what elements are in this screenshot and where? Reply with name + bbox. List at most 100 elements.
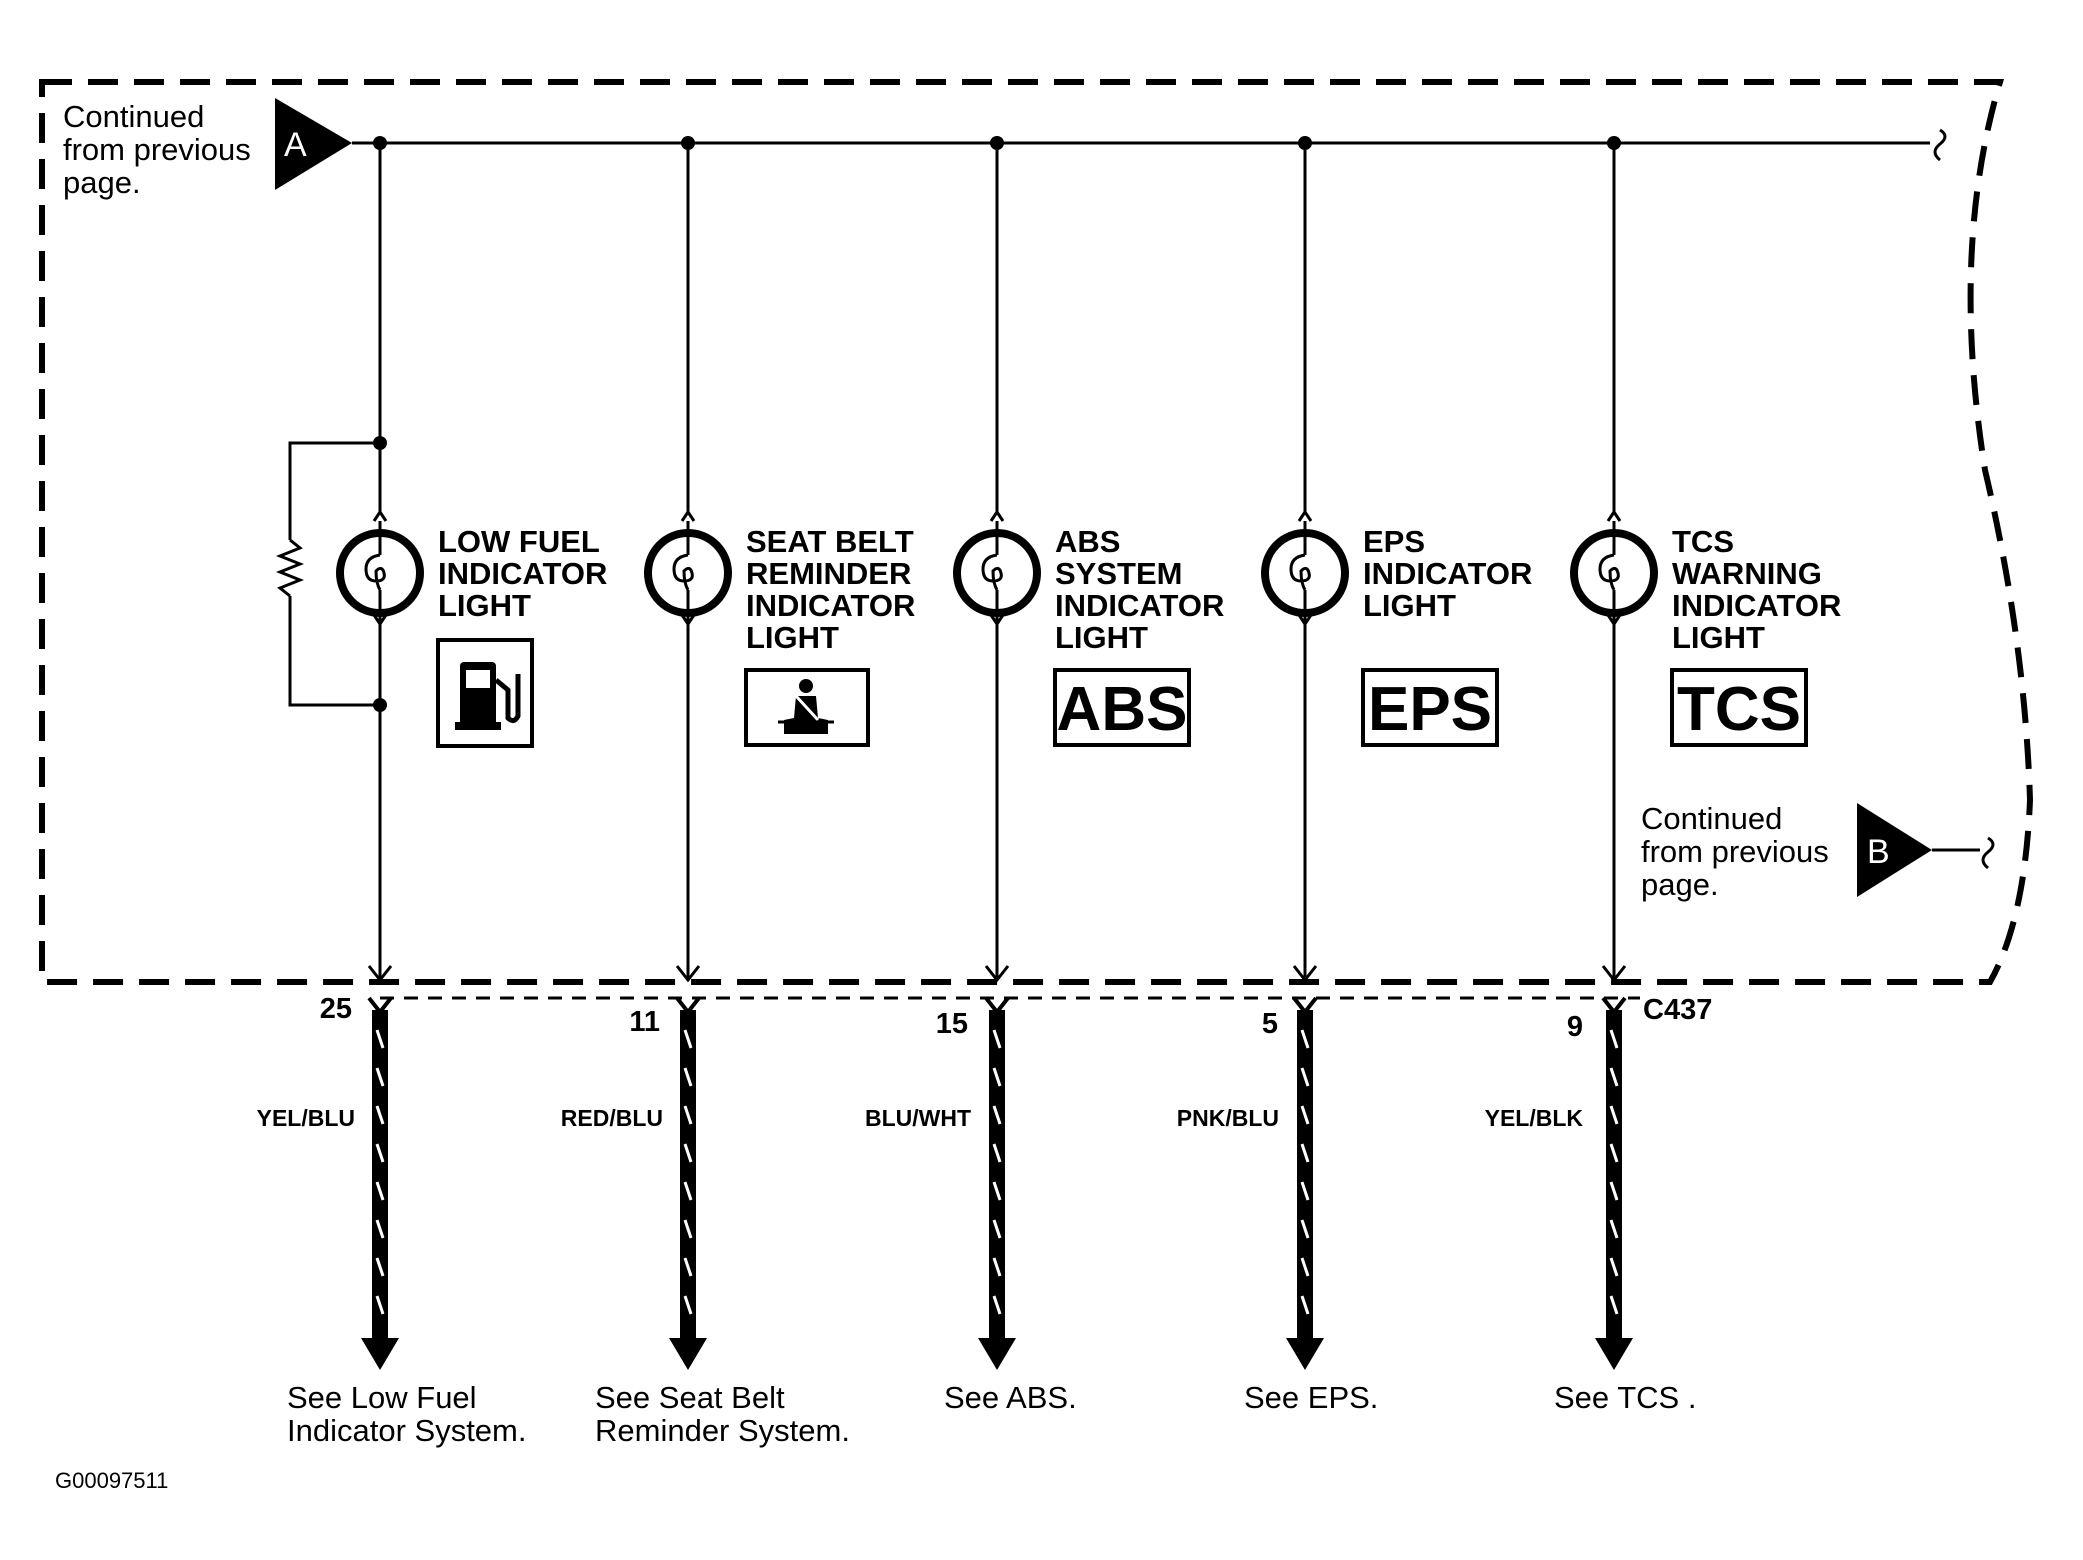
- wire-stripe: [992, 1181, 1002, 1201]
- wire-stripe: [683, 1029, 693, 1049]
- bulb-leads: [1606, 509, 1622, 627]
- wire-stripe: [1609, 1257, 1619, 1277]
- bulb-leads: [372, 509, 388, 627]
- diagram-id: G00097511: [55, 1468, 168, 1493]
- continued-note-bottom: Continued from previous page.: [1641, 801, 1837, 902]
- wire-stripe: [683, 1295, 693, 1315]
- connector-pin-male: [367, 996, 393, 1016]
- wire-stripe: [375, 1219, 385, 1239]
- wire-stripe: [992, 1219, 1002, 1239]
- connector-pin-male: [1601, 996, 1627, 1016]
- connector-pin-female: [1292, 965, 1318, 983]
- off-page-connector-a: [275, 98, 352, 190]
- wire-stripe: [992, 1257, 1002, 1277]
- connector-pin-female: [1601, 965, 1627, 983]
- indicator-symbol-box: [1361, 668, 1499, 747]
- wire-stripe: [992, 1029, 1002, 1049]
- connector-pin-male: [984, 996, 1010, 1016]
- indicator-symbol-box: [1053, 668, 1191, 747]
- pin-number: 9: [1567, 1011, 1583, 1043]
- wire-stripe: [1609, 1029, 1619, 1049]
- wire-stripe: [683, 1219, 693, 1239]
- bulb-filament: [981, 553, 1003, 591]
- bulb-leads: [680, 509, 696, 627]
- connector-b-label: B: [1867, 833, 1890, 871]
- wire-color-label: BLU/WHT: [865, 1105, 971, 1131]
- wire-stripe: [992, 1067, 1002, 1087]
- wire-color-label: PNK/BLU: [1177, 1105, 1279, 1131]
- bus-break-symbol: [1933, 128, 1947, 162]
- wire-stripe: [375, 1105, 385, 1125]
- off-page-connector-b: [1857, 803, 1932, 897]
- wire-stripe: [683, 1143, 693, 1163]
- connector-pin-female: [367, 965, 393, 983]
- wire-stripe: [1300, 1029, 1310, 1049]
- wire-stripe: [1300, 1105, 1310, 1125]
- indicator-symbol-box: [1670, 668, 1808, 747]
- wire-color-label: YEL/BLK: [1485, 1105, 1584, 1131]
- fuel-pump-icon: [455, 662, 521, 730]
- wire-stripe: [375, 1181, 385, 1201]
- wire-stripe: [1300, 1295, 1310, 1315]
- wire-stripe: [1609, 1143, 1619, 1163]
- wire-stripe: [1609, 1067, 1619, 1087]
- wire-stripe: [992, 1105, 1002, 1125]
- bypass-resistor: [275, 441, 380, 707]
- bulb-filament: [1598, 553, 1620, 591]
- wire-color-label: YEL/BLU: [257, 1105, 355, 1131]
- wire-stripe: [683, 1067, 693, 1087]
- bulb-filament: [1289, 553, 1311, 591]
- wire-stripe: [1300, 1181, 1310, 1201]
- direction-arrow: [978, 1338, 1016, 1370]
- bulb-leads: [989, 509, 1005, 627]
- wire-stripe: [683, 1105, 693, 1125]
- bulb-leads: [1297, 509, 1313, 627]
- see-reference: See TCS .: [1554, 1380, 1696, 1415]
- pin-number: 25: [320, 993, 352, 1025]
- bulb-filament: [364, 553, 386, 591]
- connector-pin-female: [984, 965, 1010, 983]
- wire-stripe: [375, 1067, 385, 1087]
- pin-number: 11: [629, 1006, 660, 1038]
- pin-number: 15: [936, 1008, 968, 1040]
- see-reference: See ABS.: [944, 1380, 1077, 1415]
- component-boundary: [39, 79, 2034, 985]
- connector-pin-male: [675, 996, 701, 1016]
- connector-b-break-symbol: [1981, 836, 1995, 870]
- wire-stripe: [683, 1181, 693, 1201]
- wire-stripe: [1300, 1219, 1310, 1239]
- wire-stripe: [375, 1295, 385, 1315]
- see-reference: See EPS.: [1244, 1380, 1378, 1415]
- connector-id: C437: [1643, 994, 1712, 1026]
- direction-arrow: [669, 1338, 707, 1370]
- bulb-filament: [672, 553, 694, 591]
- indicator-symbol-text: TCS: [1677, 675, 1801, 744]
- connector-pin-male: [1292, 996, 1318, 1016]
- wire-stripe: [375, 1257, 385, 1277]
- wire-stripe: [992, 1295, 1002, 1315]
- wire-stripe: [375, 1143, 385, 1163]
- wire-stripe: [1609, 1105, 1619, 1125]
- direction-arrow: [361, 1338, 399, 1370]
- wire-stripe: [992, 1143, 1002, 1163]
- wire-stripe: [375, 1029, 385, 1049]
- wire-stripe: [1609, 1219, 1619, 1239]
- wire-stripe: [683, 1257, 693, 1277]
- indicator-symbol-text: ABS: [1057, 675, 1188, 744]
- continued-note-top: Continued from previous page.: [63, 99, 259, 200]
- seat-belt-icon: [778, 679, 834, 734]
